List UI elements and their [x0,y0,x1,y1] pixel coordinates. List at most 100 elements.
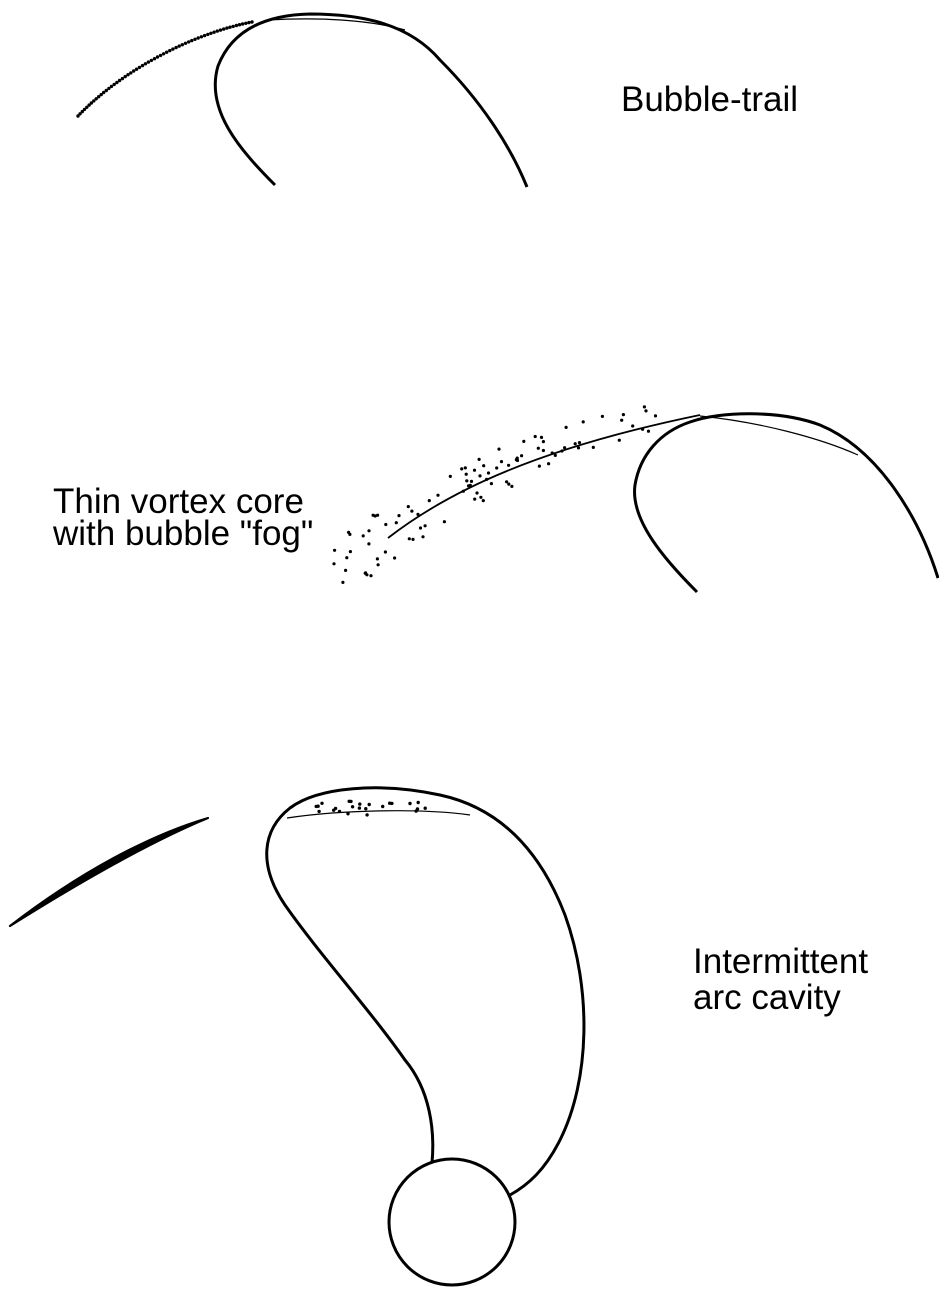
bubble-dot [563,446,566,449]
bubble-dot [333,549,336,552]
bubble-dot [465,479,468,482]
bubble-dot [411,538,414,541]
bubble-dot [416,807,419,810]
bubble-dot [338,810,341,813]
bubble-dot [516,459,519,462]
bubble-dot [341,581,344,584]
bubble-dot [159,54,162,57]
bubble-dot [200,35,203,38]
bubble-dot [490,482,493,485]
bubble-dot [118,79,121,82]
vortex-core-line [388,415,700,538]
bubble-dot [156,55,159,58]
bubble-dot [622,413,625,416]
bubble-dot [410,510,413,513]
bubble-dot [320,802,323,805]
bubble-dot [408,802,411,805]
bubble-dot [138,66,141,69]
panel-bubble-trail [76,14,527,187]
bubble-dot [121,77,124,80]
bubble-dot [216,29,219,32]
bubble-dot [384,523,387,526]
bubble-dot [367,529,370,532]
bubble-trail-dots [76,20,253,117]
bubble-dot [467,484,470,487]
bubble-dot [348,533,351,536]
bubble-dot [462,490,465,493]
bubble-dot [520,454,523,457]
bubble-dot [384,550,387,553]
bubble-dot [464,466,467,469]
bubble-dot [197,36,200,39]
bubble-fog-dots [332,405,657,584]
bubble-dot [416,513,419,516]
bubble-dot [364,572,367,575]
bubble-dot [497,448,500,451]
bubble-dot [407,505,410,508]
bubble-dot [115,81,118,84]
bubble-dot [150,59,153,62]
bubble-dot [482,464,485,467]
arc-cavity-label-line2: arc cavity [693,980,841,1016]
bubble-dot [171,47,174,50]
bubble-dot [592,446,595,449]
bubble-dot [478,458,481,461]
bubble-dot [475,491,478,494]
bubble-dot [235,24,238,27]
bubble-dot [620,419,623,422]
bubble-dot [209,32,212,35]
panel-thin-vortex-core [332,405,938,592]
bubble-dot [225,26,228,29]
bubble-dot [631,424,634,427]
bubble-dot [522,440,525,443]
bubble-dot [421,535,424,538]
arc-cavity-bubble-dots [315,800,427,817]
bubble-dot [647,430,650,433]
bubble-dot [181,43,184,46]
bubble-dot [654,414,657,417]
bubble-dot [244,22,247,25]
bubble-trail-label: Bubble-trail [621,82,798,118]
blade-outline [267,788,584,1195]
bubble-dot [578,441,581,444]
bubble-dot [349,550,352,553]
bubble-dot [473,469,476,472]
thin-vortex-core-label-line2: with bubble "fog" [53,516,313,552]
bubble-dot [478,474,481,477]
bubble-dot [393,556,396,559]
bubble-dot [222,27,225,30]
bubble-dot [184,42,187,45]
bubble-dot [417,801,420,804]
bubble-dot [560,449,563,452]
bubble-dot [449,475,452,478]
bubble-dot [364,807,367,810]
bubble-dot [126,73,129,76]
bubble-dot [344,569,347,572]
bubble-dot [534,435,537,438]
bubble-dot [187,40,190,43]
bubble-dot [495,466,498,469]
bubble-dot [219,28,222,31]
bubble-dot [368,803,371,806]
bubble-dot [510,485,513,488]
bubble-dot [485,478,488,481]
bubble-dot [369,574,372,577]
bubble-dot [643,405,646,408]
bubble-dot [362,534,365,537]
bubble-dot [345,556,348,559]
bubble-dot [346,812,349,815]
bubble-dot [507,464,510,467]
bubble-dot [372,514,375,517]
bubble-dot [381,805,384,808]
bubble-dot [315,805,318,808]
bubble-dot [332,562,335,565]
bubble-dot [436,494,439,497]
bubble-dot [135,68,138,71]
bubble-dot [238,23,241,26]
bubble-dot [193,38,196,41]
bubble-dot [601,415,604,418]
bubble-dot [540,436,543,439]
tip-chord-line [700,416,858,455]
bubble-dot [332,809,335,812]
bubble-dot [551,451,554,454]
